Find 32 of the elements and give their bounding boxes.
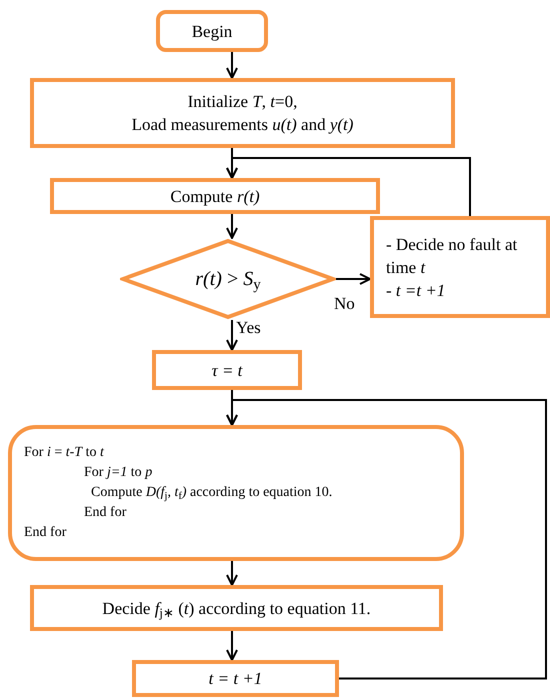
node-text: t = t +1 xyxy=(208,668,262,690)
node-text: Compute D(f$_{j}$, t$_{f}$) according to equation 10. xyxy=(90,484,332,503)
node-text: Initialize T, t=0, xyxy=(188,91,298,113)
node-text: Load measurements u(t) and y(t) xyxy=(132,114,354,136)
process-box xyxy=(370,216,550,318)
process-box xyxy=(152,350,302,390)
arrow xyxy=(226,157,471,216)
node-text: End for xyxy=(24,524,66,542)
process-box xyxy=(50,178,380,214)
node-text: Decide f$_{j∗}$ (t) according to equation 11. xyxy=(102,598,371,620)
arrow xyxy=(226,214,238,239)
node-text: Compute r(t) xyxy=(170,186,260,208)
decision-diamond xyxy=(120,238,336,320)
node-text: τ = t xyxy=(212,360,242,382)
node-text: r(t) > S$_{y}$ xyxy=(195,267,261,294)
node-text: - t =t +1 xyxy=(386,280,446,302)
arrow xyxy=(336,273,371,285)
arrow xyxy=(226,399,547,680)
node-text: For j=1 to p xyxy=(83,464,152,482)
process-box xyxy=(30,585,443,631)
node-text: End for xyxy=(83,504,126,522)
arrow xyxy=(226,52,238,79)
node-text: - Decide no fault at time t xyxy=(386,234,518,278)
arrow xyxy=(226,631,238,661)
node-text: For i = t-T to t xyxy=(24,444,104,462)
process-box xyxy=(30,78,455,148)
terminal-box xyxy=(156,10,268,52)
node-text: Begin xyxy=(192,20,232,42)
arrow xyxy=(226,320,238,351)
arrow xyxy=(226,561,238,586)
process-box xyxy=(8,425,464,561)
process-box xyxy=(132,660,339,697)
